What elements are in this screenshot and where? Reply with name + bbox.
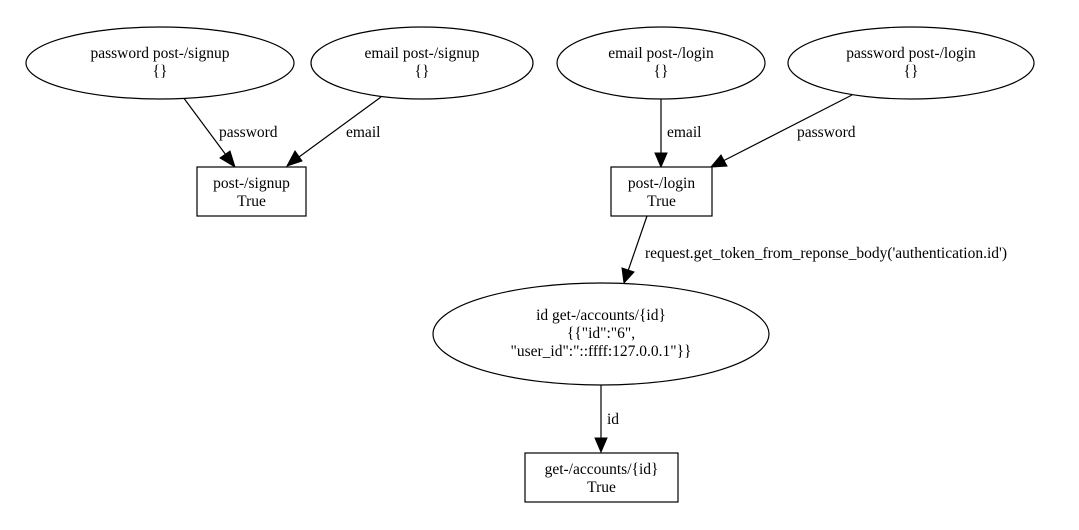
node-label-line3: "user_id":"::ffff:127.0.0.1"}} xyxy=(511,343,692,360)
node-post-signup-result: post-/signup True xyxy=(196,166,307,217)
node-label-line1: id get-/accounts/{id} xyxy=(536,307,666,324)
edge-email-to-login: email xyxy=(654,97,701,169)
node-label-line2: {} xyxy=(654,63,669,80)
node-label-line1: email post-/signup xyxy=(365,45,480,62)
edge-email-to-signup: email xyxy=(285,96,382,167)
edge-label-token-extraction: request.get_token_from_reponse_body('aut… xyxy=(645,245,1007,262)
node-id-get-accounts: id get-/accounts/{id} {{"id":"6", "user_… xyxy=(432,282,770,386)
edge-label-id: id xyxy=(607,411,619,428)
edge-label-email: email xyxy=(667,124,701,141)
node-label-line1: password post-/signup xyxy=(90,45,229,62)
edge-label-password: password xyxy=(219,124,278,141)
edge-label-email: email xyxy=(346,124,380,141)
node-label-line1: post-/login xyxy=(628,175,695,192)
node-password-post-login: password post-/login {} xyxy=(787,26,1035,100)
edge-login-to-id-accounts: request.get_token_from_reponse_body('aut… xyxy=(621,215,1007,285)
node-label-line1: get-/accounts/{id} xyxy=(545,461,659,478)
node-label-line1: post-/signup xyxy=(213,175,290,192)
node-label-line2: {} xyxy=(153,63,168,80)
node-get-accounts-result: get-/accounts/{id} True xyxy=(524,452,679,503)
edge-password-to-login: password xyxy=(709,94,856,168)
node-label-line2: {} xyxy=(415,63,430,80)
edge-id-to-accounts: id xyxy=(594,385,619,454)
node-label-line1: email post-/login xyxy=(608,45,714,62)
edge-password-to-signup: password xyxy=(182,96,278,169)
node-password-post-signup: password post-/signup {} xyxy=(25,26,295,100)
node-label-line2: True xyxy=(237,193,266,210)
node-email-post-signup: email post-/signup {} xyxy=(310,26,534,100)
node-email-post-login: email post-/login {} xyxy=(556,26,766,100)
node-label-line2: True xyxy=(587,479,616,496)
edge-label-password: password xyxy=(797,124,856,141)
node-label-line2: True xyxy=(647,193,676,210)
node-label-line1: password post-/login xyxy=(846,45,976,62)
node-label-line2: {{"id":"6", xyxy=(567,325,635,342)
node-post-login-result: post-/login True xyxy=(610,166,713,217)
node-label-line2: {} xyxy=(904,63,919,80)
